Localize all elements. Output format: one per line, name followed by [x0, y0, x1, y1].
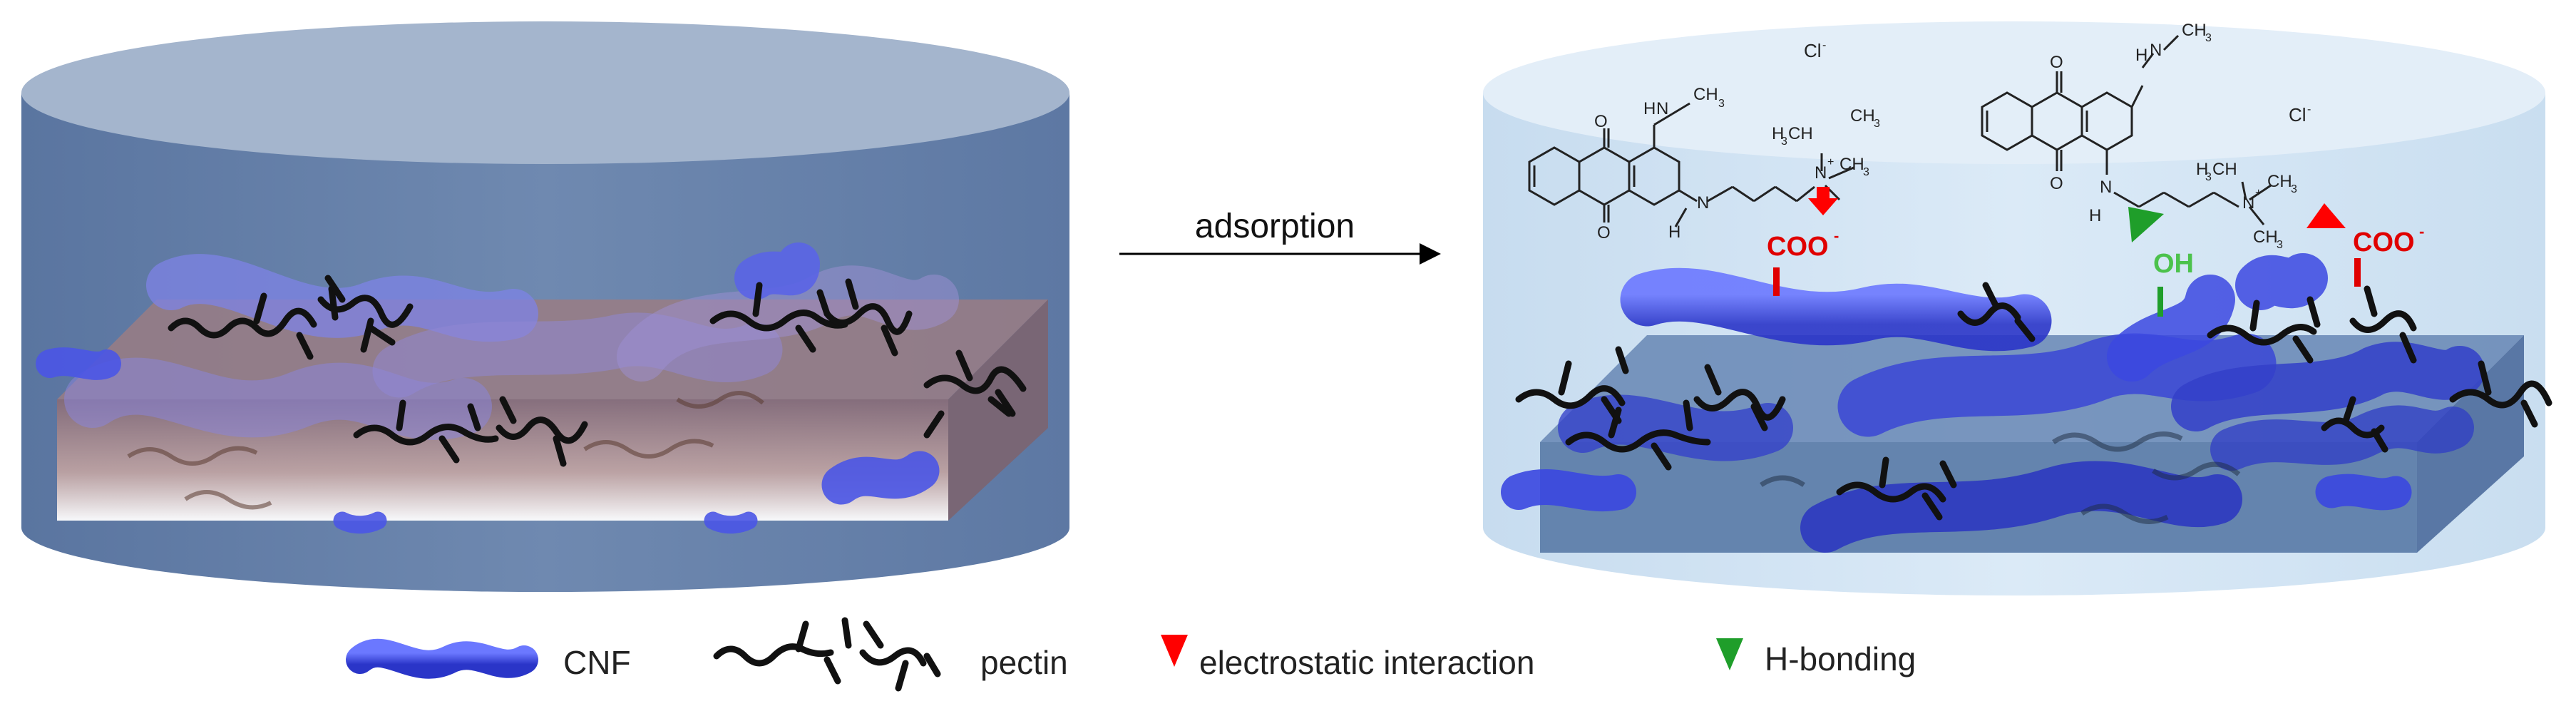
svg-text:3: 3	[1781, 135, 1787, 148]
carboxylate-group-right: COO -	[2353, 223, 2424, 287]
svg-text:N: N	[1815, 163, 1827, 183]
svg-text:H: H	[1772, 124, 1784, 143]
svg-text:O: O	[1597, 223, 1611, 242]
svg-text:H: H	[2089, 206, 2101, 225]
svg-text:+: +	[2255, 187, 2262, 199]
adsorption-arrow: adsorption	[1119, 208, 1441, 265]
right-cnf-fibers	[1501, 253, 2485, 553]
svg-text:COO: COO	[1767, 232, 1829, 262]
left-cnf-fibers	[36, 242, 959, 534]
svg-text:CH: CH	[2212, 160, 2237, 179]
left-pectin-chains	[168, 275, 1027, 467]
chloride-ion-right: Cl -	[2289, 103, 2311, 126]
legend-hbond-swatch	[1716, 638, 1743, 670]
svg-text:O: O	[2050, 53, 2063, 72]
dye-molecule-left-labels: O O H N CH 3 N H N + H 3 CH CH 3 CH 3	[1594, 85, 1880, 242]
legend-cnf-swatch	[346, 638, 538, 679]
legend-electrostatic-swatch	[1161, 635, 1188, 667]
electrostatic-interaction-markers	[1808, 187, 2346, 228]
svg-text:H: H	[1668, 223, 1680, 242]
svg-text:CH: CH	[1693, 85, 1718, 104]
svg-text:N: N	[2150, 41, 2162, 60]
svg-text:3: 3	[2291, 183, 2297, 195]
svg-text:H: H	[2135, 46, 2147, 65]
svg-text:3: 3	[1863, 166, 1869, 178]
svg-text:3: 3	[2205, 32, 2212, 44]
chloride-ion-left: Cl -	[1804, 39, 1826, 61]
dye-molecule-right-labels: O O H N CH 3 N H N + H 3 CH CH 3 CH 3	[2050, 21, 2297, 251]
svg-text:3: 3	[2205, 171, 2212, 183]
dye-molecule-left	[1528, 102, 1854, 227]
svg-text:N: N	[2242, 193, 2254, 213]
legend-pectin-label: pectin	[980, 644, 1068, 681]
right-pectin-faded	[1760, 431, 2241, 524]
svg-text:Cl: Cl	[1804, 40, 1822, 61]
svg-text:-: -	[2307, 103, 2311, 116]
svg-text:COO: COO	[2353, 227, 2415, 257]
svg-text:N: N	[2100, 178, 2112, 197]
svg-text:CH: CH	[2267, 172, 2292, 191]
svg-text:CH: CH	[1788, 124, 1813, 143]
svg-text:N: N	[1697, 193, 1709, 213]
svg-text:3: 3	[1874, 118, 1880, 130]
legend-electrostatic-label: electrostatic interaction	[1199, 644, 1534, 681]
dye-molecule-right	[1981, 34, 2272, 225]
legend: CNF pectin electrostatic interaction H-b…	[346, 617, 1916, 692]
svg-text:H: H	[2196, 160, 2208, 179]
adsorption-label: adsorption	[1195, 208, 1355, 245]
svg-text:-: -	[2419, 223, 2424, 240]
svg-text:OH: OH	[2153, 249, 2194, 279]
legend-cnf-label: CNF	[563, 644, 631, 681]
svg-text:CH: CH	[2182, 21, 2207, 40]
svg-text:3: 3	[1718, 98, 1725, 110]
svg-text:H: H	[1643, 99, 1656, 118]
svg-text:CH: CH	[2253, 227, 2278, 247]
legend-pectin-swatch	[713, 617, 941, 692]
legend-hbond-label: H-bonding	[1765, 640, 1916, 677]
svg-text:Cl: Cl	[2289, 104, 2306, 126]
hydrogen-bond-marker: OH	[2128, 207, 2194, 317]
svg-text:N: N	[1656, 99, 1668, 118]
svg-text:CH: CH	[1839, 155, 1864, 174]
svg-text:O: O	[2050, 174, 2063, 193]
svg-text:-: -	[1822, 39, 1826, 51]
svg-text:CH: CH	[1850, 106, 1875, 126]
left-pectin-faded	[127, 391, 764, 510]
svg-text:O: O	[1594, 112, 1608, 131]
svg-text:+: +	[1827, 156, 1834, 168]
svg-text:3: 3	[2277, 239, 2283, 251]
svg-text:-: -	[1834, 227, 1839, 245]
right-pectin-chains	[1515, 282, 2552, 521]
carboxylate-group-left: COO -	[1767, 227, 1839, 296]
